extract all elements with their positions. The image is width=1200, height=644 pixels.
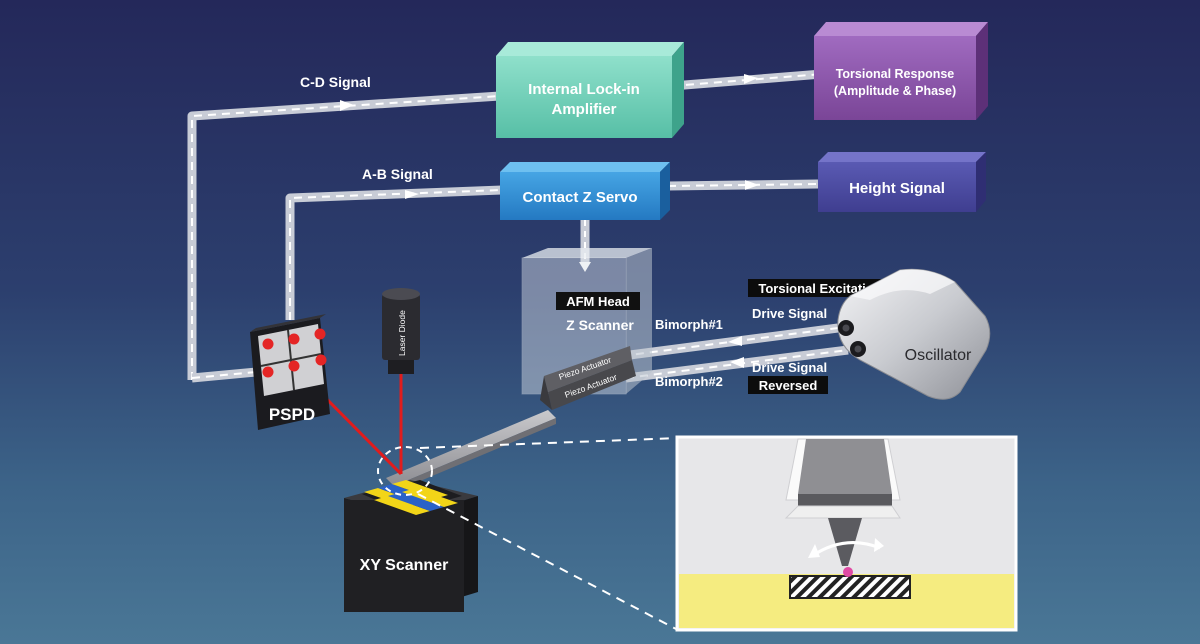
laser-diode-label: Laser Diode xyxy=(397,310,407,356)
lockin-to-torsional-path xyxy=(671,69,823,91)
zoom-inset xyxy=(675,435,1018,632)
ab-signal-path xyxy=(285,185,503,320)
oscillator-label: Oscillator xyxy=(905,347,972,364)
reversed-label: Reversed xyxy=(759,378,818,393)
drive2-label: Drive Signal xyxy=(752,360,827,375)
torsional-response-box: Torsional Response (Amplitude & Phase) xyxy=(814,22,988,120)
z-scanner-label: Z Scanner xyxy=(566,317,634,333)
pspd-label: PSPD xyxy=(269,405,315,424)
bimorph1-label: Bimorph#1 xyxy=(655,317,723,332)
torsional-arrow-icon xyxy=(744,74,758,84)
servo-down-arrow-icon xyxy=(579,262,591,272)
drive-signal-paths xyxy=(621,323,849,383)
reversed-tag xyxy=(748,376,828,394)
pspd-dot-e xyxy=(262,366,274,378)
lockin-amplifier-box: Internal Lock-in Amplifier xyxy=(496,42,684,138)
xy-scanner-label: XY Scanner xyxy=(360,557,449,574)
height-signal-box: Height Signal xyxy=(818,152,986,212)
pspd-dot-b xyxy=(288,333,300,345)
pspd-dot-d xyxy=(315,354,327,366)
pspd-to-cd-link xyxy=(191,367,257,383)
lockin-label-2: Amplifier xyxy=(551,101,616,118)
afm-head-tag xyxy=(556,292,640,310)
laser-diode: Laser Diode xyxy=(382,288,420,374)
afm-head: AFM Head Z Scanner xyxy=(521,248,652,395)
drive2-arrow-icon xyxy=(730,357,744,368)
torsional-label-2: (Amplitude & Phase) xyxy=(834,84,956,98)
ab-signal-label: A-B Signal xyxy=(362,166,433,182)
torsional-label-1: Torsional Response xyxy=(836,67,955,81)
cd-signal-path xyxy=(187,91,501,380)
contact-z-servo-box: Contact Z Servo xyxy=(500,162,670,220)
pspd-dot-c xyxy=(314,328,326,340)
height-arrow-icon xyxy=(745,180,759,190)
zservo-label: Contact Z Servo xyxy=(522,189,637,206)
sample-stripes xyxy=(364,480,458,515)
pspd-dot-a xyxy=(262,338,274,350)
pspd: PSPD xyxy=(250,314,330,430)
cantilever xyxy=(386,410,556,492)
oscillator: Oscillator xyxy=(837,268,991,400)
zoom-circle xyxy=(377,446,433,496)
contact-point xyxy=(843,567,853,577)
drive1-arrow-icon xyxy=(728,336,742,346)
torsional-excitation-label: Torsional Excitation xyxy=(758,281,881,296)
inset-hatched-feature xyxy=(789,575,911,599)
xy-scanner: XY Scanner xyxy=(344,480,478,612)
ab-arrow-icon xyxy=(405,190,419,199)
cd-signal-label: C-D Signal xyxy=(300,74,371,90)
drive1-label: Drive Signal xyxy=(752,306,827,321)
servo-to-height-path xyxy=(667,179,819,191)
cd-arrow-icon xyxy=(340,100,354,111)
lockin-label-1: Internal Lock-in xyxy=(528,81,640,98)
height-label: Height Signal xyxy=(849,180,945,197)
pspd-dot-center xyxy=(288,360,300,372)
zoom-line-bottom xyxy=(417,493,679,631)
bimorph2-label: Bimorph#2 xyxy=(655,374,723,389)
afm-head-label: AFM Head xyxy=(566,294,630,309)
zoom-line-top xyxy=(419,437,679,449)
